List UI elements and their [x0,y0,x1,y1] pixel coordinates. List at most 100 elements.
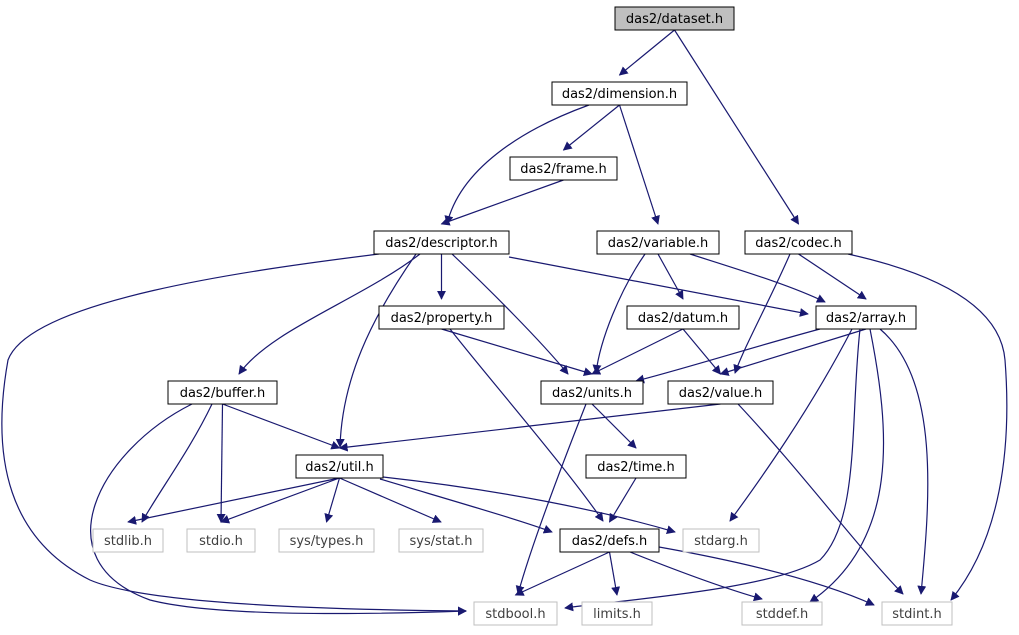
edge-datum-to-units [591,328,684,375]
node-label-variable: das2/variable.h [608,236,708,251]
node-box-defs [559,528,660,553]
edge-descriptor-to-units [451,253,569,375]
node-frame[interactable]: das2/frame.h [509,156,618,181]
node-label-array: das2/array.h [826,311,906,326]
node-box-buffer [167,380,278,405]
node-label-frame: das2/frame.h [520,162,607,177]
edge-defs-to-limits [608,551,621,596]
node-stdint[interactable]: stdint.h [881,601,953,626]
edge-buffer-to-stdbool [90,403,467,616]
edge-descriptor-to-array [508,256,809,317]
node-stdbool[interactable]: stdbool.h [473,601,558,626]
node-stdarg[interactable]: stdarg.h [682,528,760,553]
node-sysstat[interactable]: sys/stat.h [398,528,484,553]
node-util[interactable]: das2/util.h [295,454,384,479]
edge-value-to-stdint [737,403,904,595]
edge-defs-to-stddef [629,551,763,602]
edge-frame-to-descriptor [440,179,564,226]
node-label-dataset: das2/dataset.h [626,12,723,27]
node-box-limits [581,601,653,626]
node-label-stdbool: stdbool.h [485,607,545,622]
node-box-datum [626,305,740,330]
node-box-codec [744,230,853,255]
edge-variable-to-units [592,253,646,374]
edge-descriptor-to-buffer [238,253,421,375]
edge-buffer-to-stdio [216,403,226,523]
node-label-descriptor: das2/descriptor.h [385,236,498,251]
edge-util-to-stdlib [127,477,340,525]
node-label-dimension: das2/dimension.h [562,87,677,102]
node-label-units: das2/units.h [552,386,632,401]
node-array[interactable]: das2/array.h [815,305,917,330]
node-descriptor[interactable]: das2/descriptor.h [373,230,510,255]
edge-descriptor-to-stdbool [1,253,467,616]
node-box-dimension [551,81,688,106]
edge-dimension-to-frame [562,104,620,151]
node-label-sysstat: sys/stat.h [410,534,473,549]
node-box-util [295,454,384,479]
edge-variable-to-array [689,253,826,303]
edge-array-to-units [635,328,821,384]
edge-array-to-stddef [809,328,885,603]
node-box-time [585,454,687,479]
node-stdio[interactable]: stdio.h [186,528,256,553]
edge-property-to-units [441,328,593,376]
node-label-limits: limits.h [593,607,641,622]
edge-codec-to-value [733,253,791,374]
edge-util-to-sysstat [339,477,442,523]
node-stdlib[interactable]: stdlib.h [92,528,164,553]
edge-variable-to-datum [657,253,684,300]
node-label-stdarg: stdarg.h [694,534,748,549]
node-label-stdint: stdint.h [892,607,941,622]
node-box-variable [596,230,720,255]
edge-codec-to-stdint [847,253,1008,601]
node-datum[interactable]: das2/datum.h [626,305,740,330]
nodes: das2/dataset.h das2/dimension.h das2/frame… [92,6,953,626]
node-label-datum: das2/datum.h [638,311,728,326]
edge-buffer-to-util [222,403,341,450]
node-label-util: das2/util.h [305,460,374,475]
edge-descriptor-to-util [335,253,417,448]
edge-dimension-to-variable [618,104,660,225]
node-box-sysstat [398,528,484,553]
node-codec[interactable]: das2/codec.h [744,230,853,255]
node-label-buffer: das2/buffer.h [180,386,266,401]
node-value[interactable]: das2/value.h [667,380,774,405]
node-dataset[interactable]: das2/dataset.h [614,6,735,31]
node-label-stddef: stddef.h [756,607,808,622]
edge-util-to-defs [379,478,553,534]
node-time[interactable]: das2/time.h [585,454,687,479]
edge-time-to-defs [608,477,637,523]
node-box-stdint [881,601,953,626]
node-box-frame [509,156,618,181]
node-dimension[interactable]: das2/dimension.h [551,81,688,106]
edge-datum-to-value [682,328,722,375]
node-systypes[interactable]: sys/types.h [278,528,375,553]
node-label-value: das2/value.h [679,386,763,401]
edge-dimension-to-descriptor [444,104,590,225]
node-label-codec: das2/codec.h [755,236,842,251]
node-box-dataset [614,6,735,31]
node-defs[interactable]: das2/defs.h [559,528,660,553]
node-limits[interactable]: limits.h [581,601,653,626]
node-property[interactable]: das2/property.h [378,305,505,330]
node-buffer[interactable]: das2/buffer.h [167,380,278,405]
node-box-stdarg [682,528,760,553]
edge-util-to-systypes [324,477,341,523]
edge-units-to-stdbool [515,403,587,595]
node-stddef[interactable]: stddef.h [741,601,823,626]
edges [1,29,1008,616]
edge-dataset-to-dimension [618,29,675,76]
node-box-value [667,380,774,405]
node-box-array [815,305,917,330]
edge-defs-to-stdbool [514,551,610,596]
edge-property-to-defs [449,328,604,522]
edge-value-to-util [338,403,721,452]
edge-array-to-stdint [879,328,929,595]
node-variable[interactable]: das2/variable.h [596,230,720,255]
node-label-systypes: sys/types.h [290,534,364,549]
edge-codec-to-array [798,253,867,300]
node-box-stdio [186,528,256,553]
node-units[interactable]: das2/units.h [540,380,644,405]
